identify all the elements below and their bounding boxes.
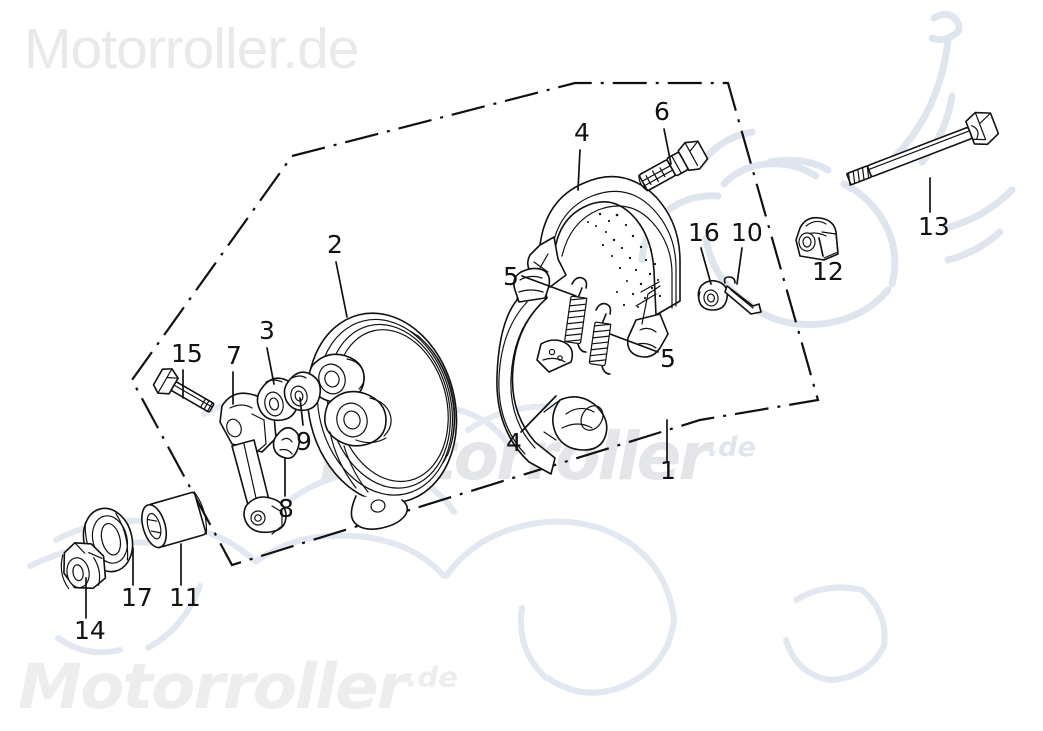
callout-14: 14 <box>74 616 106 645</box>
watermark-bottom-suffix: .de <box>406 660 459 694</box>
part-brake-back-plate <box>306 312 458 530</box>
callout-2: 2 <box>327 230 343 259</box>
part-brake-arm <box>219 392 287 535</box>
callout-12: 12 <box>812 257 844 286</box>
part-clip-8 <box>272 426 301 460</box>
callout-15: 15 <box>171 339 203 368</box>
part-brake-shoe-upper <box>526 175 681 358</box>
callout-17: 17 <box>121 583 153 612</box>
watermark-bottom: Motorroller.de <box>18 650 458 723</box>
part-spacer-bush <box>141 491 208 549</box>
callout-7: 7 <box>226 341 242 370</box>
part-axle-shaft <box>846 111 1000 186</box>
callout-10: 10 <box>731 218 763 247</box>
watermark-top: Motorroller.de <box>24 17 359 81</box>
assembly-boundary <box>130 81 820 567</box>
callout-16: 16 <box>688 218 720 247</box>
part-return-spring-right <box>588 302 612 375</box>
callout-13: 13 <box>918 212 950 241</box>
callout-8: 8 <box>278 494 294 523</box>
part-collar <box>795 216 839 261</box>
part-nut-16 <box>697 279 729 311</box>
callout-9: 9 <box>296 427 312 456</box>
callout-3: 3 <box>259 316 275 345</box>
callout-4-upper: 4 <box>574 118 590 147</box>
callout-5-left: 5 <box>503 262 519 291</box>
watermark-middle-suffix: .de <box>707 432 756 463</box>
part-return-spring-left <box>563 276 588 353</box>
part-bolt-15 <box>152 368 215 413</box>
callout-5-right: 5 <box>660 344 676 373</box>
part-cam-bolt <box>638 140 709 192</box>
watermark-bottom-text: Motorroller <box>18 650 408 723</box>
callout-1: 1 <box>660 456 676 485</box>
leader-lines <box>85 128 931 619</box>
part-nut-14 <box>60 542 107 590</box>
callout-11: 11 <box>169 583 201 612</box>
callout-4-lower: 4 <box>506 428 522 457</box>
part-cotter-pin <box>723 276 762 315</box>
callout-6: 6 <box>654 97 670 126</box>
